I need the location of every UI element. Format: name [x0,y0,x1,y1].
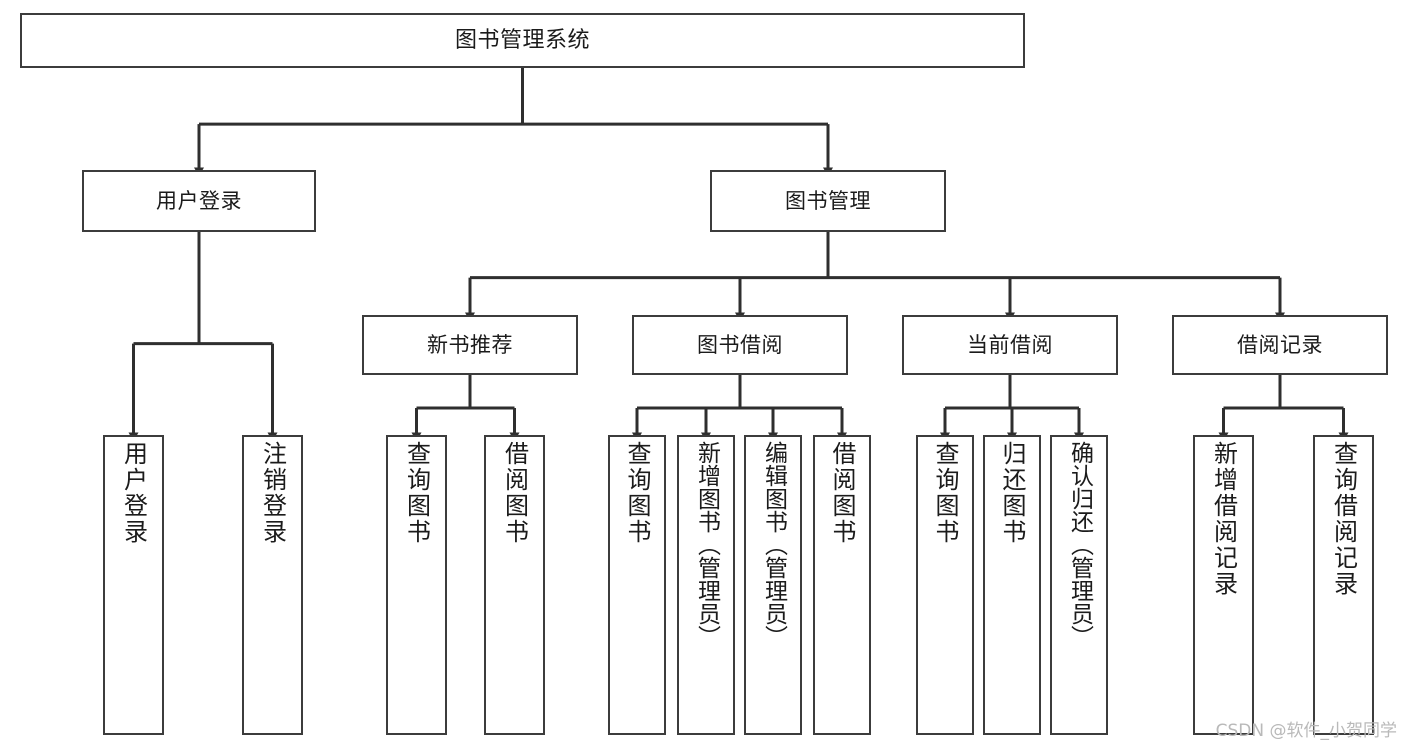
node-leaf-user-login[interactable]: 用户登录 [103,435,164,735]
node-label: 查询图书 [623,441,651,545]
node-user-login[interactable]: 用户登录 [82,170,316,232]
node-leaf-query-book-recommend[interactable]: 查询图书 [386,435,447,735]
node-current-borrow[interactable]: 当前借阅 [902,315,1118,375]
node-label: 查询图书 [402,441,431,545]
node-label: 借阅图书 [500,441,529,545]
node-new-book-recommend[interactable]: 新书推荐 [362,315,578,375]
node-leaf-confirm-return[interactable]: 确认归还（管理员） [1050,435,1108,735]
node-label: 图书借阅 [697,332,783,357]
node-label: 查询借阅记录 [1329,441,1358,597]
node-label: 当前借阅 [967,332,1053,357]
node-leaf-query-book-current[interactable]: 查询图书 [916,435,974,735]
node-leaf-logout[interactable]: 注销登录 [242,435,303,735]
node-label: 借阅记录 [1237,332,1323,357]
node-book-manage[interactable]: 图书管理 [710,170,946,232]
csdn-watermark: CSDN @软件_小贺同学 [1215,721,1397,741]
node-borrow-record[interactable]: 借阅记录 [1172,315,1388,375]
node-leaf-return-book[interactable]: 归还图书 [983,435,1041,735]
node-label: 查询图书 [931,441,959,545]
node-label: 新书推荐 [427,332,513,357]
node-label: 注销登录 [258,441,287,545]
node-label: 借阅图书 [828,441,856,545]
node-label: 归还图书 [998,441,1026,545]
node-label: 图书管理 [785,188,871,213]
node-root[interactable]: 图书管理系统 [20,13,1025,68]
node-leaf-borrow-book[interactable]: 借阅图书 [813,435,871,735]
node-leaf-add-book[interactable]: 新增图书（管理员） [677,435,735,735]
node-leaf-add-borrow-record[interactable]: 新增借阅记录 [1193,435,1254,735]
node-leaf-query-book-borrow[interactable]: 查询图书 [608,435,666,735]
node-label: 确认归还（管理员） [1066,441,1093,648]
node-label: 编辑图书（管理员） [760,441,787,648]
node-label: 图书管理系统 [454,27,590,53]
node-book-borrow[interactable]: 图书借阅 [632,315,848,375]
node-label: 用户登录 [119,441,148,545]
node-label: 新增借阅记录 [1209,441,1238,597]
node-label: 用户登录 [156,188,242,213]
node-leaf-edit-book[interactable]: 编辑图书（管理员） [744,435,802,735]
node-leaf-borrow-book-recommend[interactable]: 借阅图书 [484,435,545,735]
node-leaf-query-borrow-record[interactable]: 查询借阅记录 [1313,435,1374,735]
node-label: 新增图书（管理员） [693,441,720,648]
